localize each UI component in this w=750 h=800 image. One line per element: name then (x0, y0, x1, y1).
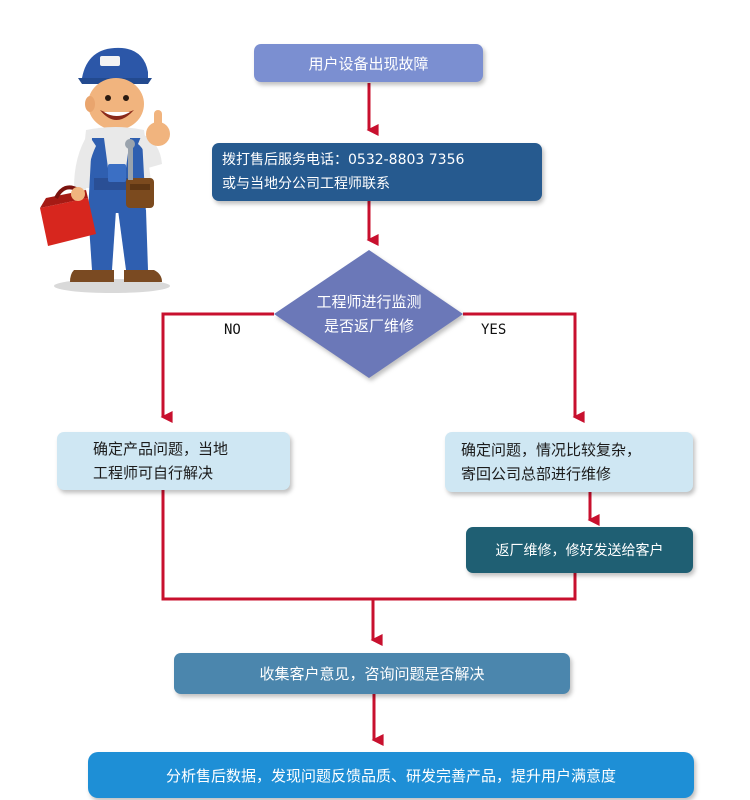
hq-text-line2: 寄回公司总部进行维修 (461, 465, 612, 483)
decision-text-line1: 工程师进行监测 (316, 293, 422, 311)
merge-left-line (161, 490, 577, 601)
return-text: 返厂维修，修好发送给客户 (495, 543, 664, 559)
arrow-yes-branch (463, 312, 585, 423)
local-text-line2: 工程师可自行解决 (93, 464, 214, 482)
step-analysis: 分析售后数据，发现问题反馈品质、研发完善产品，提升用户满意度 (88, 752, 694, 798)
analysis-text: 分析售后数据，发现问题反馈品质、研发完善产品，提升用户满意度 (165, 766, 616, 785)
repairman-illustration (40, 47, 170, 293)
step-fault-text: 用户设备出现故障 (308, 54, 429, 73)
call-text-line2: 或与当地分公司工程师联系 (222, 176, 390, 192)
arrow-no-branch (160, 312, 274, 423)
step-factory-repair: 返厂维修，修好发送给客户 (466, 527, 693, 573)
decision-diamond-shape (274, 250, 463, 378)
repairman-thumbs-up-icon (40, 47, 170, 293)
step-send-to-hq: 确定问题，情况比较复杂， 寄回公司总部进行维修 (445, 432, 693, 492)
step-call-service: 拨打售后服务电话：0532-8803 7356 或与当地分公司工程师联系 (212, 143, 542, 201)
step-local-resolve: 确定产品问题，当地 工程师可自行解决 (57, 432, 290, 490)
step-collect-feedback: 收集客户意见，咨询问题是否解决 (174, 653, 570, 694)
call-text-line1: 拨打售后服务电话：0532-8803 7356 (222, 152, 465, 168)
feedback-text: 收集客户意见，咨询问题是否解决 (259, 665, 485, 683)
branch-label-yes: YES (481, 322, 507, 338)
branch-label-no: NO (224, 322, 241, 338)
decision-inspection: 工程师进行监测 是否返厂维修 (282, 288, 456, 340)
hq-text-line1: 确定问题，情况比较复杂， (461, 441, 642, 459)
local-text-line1: 确定产品问题，当地 (93, 440, 229, 458)
step-fault: 用户设备出现故障 (254, 44, 483, 82)
decision-text-line2: 是否返厂维修 (323, 317, 414, 335)
